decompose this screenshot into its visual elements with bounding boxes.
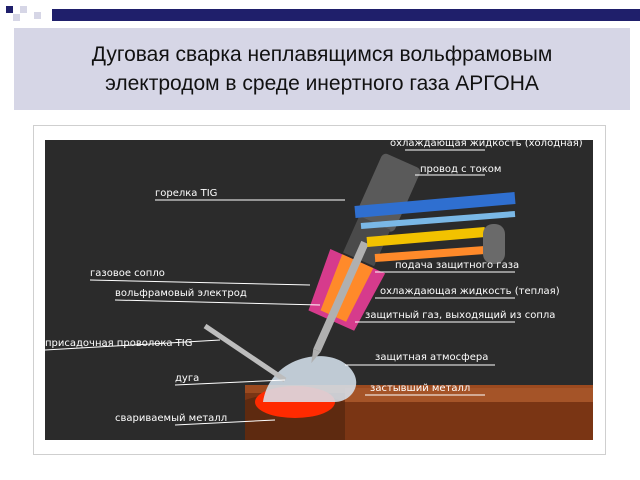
hose-end (483, 224, 505, 264)
tig-welding-diagram: охлаждающая жидкость (холодная) провод с… (45, 140, 593, 440)
power-cable (360, 211, 516, 229)
label-shield-gas-supply: подача защитного газа (395, 260, 519, 271)
label-shield-atmosphere: защитная атмосфера (375, 352, 488, 363)
slide-decoration (6, 6, 41, 21)
shield-gas-hose (366, 227, 486, 247)
label-tungsten-electrode: вольфрамовый электрод (115, 288, 247, 299)
label-shield-gas-exit: защитный газ, выходящий из сопла (365, 310, 555, 321)
title-band (14, 28, 630, 110)
label-coolant-cold: охлаждающая жидкость (холодная) (390, 140, 583, 149)
slide-title-line-1: Дуговая сварка неплавящимся вольфрамовым (91, 43, 553, 66)
label-arc: дуга (175, 373, 199, 384)
label-solid-metal: застывший металл (370, 383, 470, 394)
label-tig-torch: горелка TIG (155, 188, 217, 199)
filler-wire (203, 323, 287, 383)
tig-torch (308, 153, 421, 364)
warm-coolant-hose (374, 246, 486, 262)
label-base-metal: свариваемый металл (115, 413, 227, 424)
slide-title: Дуговая сварка неплавящимся вольфрамовым… (14, 40, 630, 98)
slide-title-line-2: электродом в среде инертного газа АРГОНА (105, 72, 539, 95)
slide-top-bar (52, 9, 640, 21)
label-filler-wire: присадочная проволока TIG (45, 338, 193, 349)
label-coolant-warm: охлаждающая жидкость (теплая) (380, 286, 560, 297)
label-gas-nozzle: газовое сопло (90, 268, 165, 279)
label-leader-lines (45, 149, 515, 426)
shield-atmosphere (263, 356, 357, 402)
cold-coolant-hose (354, 192, 516, 218)
label-power-wire: провод с током (420, 164, 501, 175)
